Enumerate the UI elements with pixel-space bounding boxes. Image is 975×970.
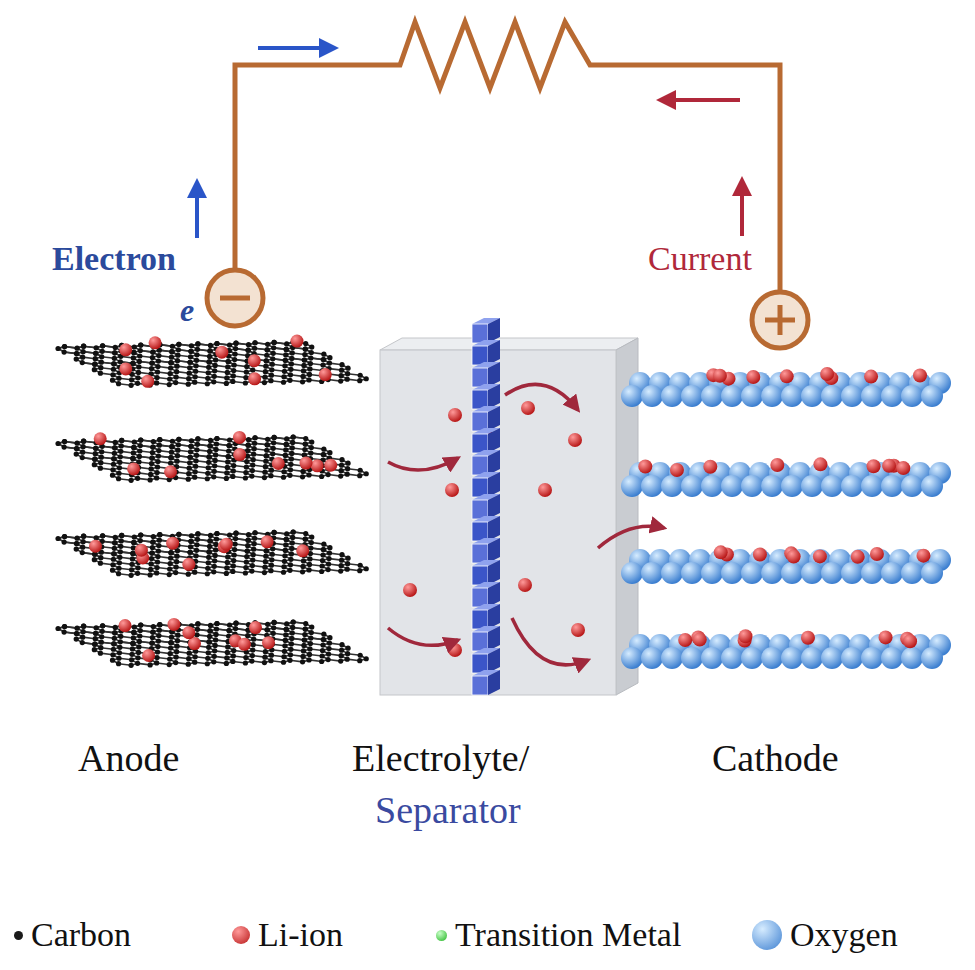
separator-label: Separator: [375, 790, 521, 832]
label-slot: Electrolyte/: [352, 738, 529, 780]
layered-oxide-cathode: [621, 367, 951, 669]
label-slot: Current: [648, 240, 752, 277]
label-slot: Anode: [78, 738, 179, 780]
graphene-sheet: [55, 529, 368, 577]
legend-entry: Carbon: [14, 915, 131, 955]
legend-swatch: [14, 931, 23, 940]
negative-terminal: [207, 270, 263, 326]
label-slot: Separator: [375, 790, 521, 832]
electron-symbol: e: [180, 293, 194, 328]
legend-text: Oxygen: [790, 916, 898, 953]
graphene-sheet: [55, 335, 368, 388]
cathode-label: Cathode: [712, 738, 839, 780]
legend-text: Carbon: [31, 916, 131, 953]
electrolyte-label: Electrolyte/: [352, 738, 529, 780]
legend-text: Li-ion: [258, 916, 343, 953]
flow-arrows: [197, 48, 742, 238]
separator: [472, 318, 500, 695]
legend-entry: Li-ion: [232, 915, 343, 955]
positive-terminal: [752, 292, 808, 348]
oxide-layer: [621, 629, 951, 669]
external-circuit: [207, 22, 808, 348]
legend-entry: Oxygen: [752, 915, 898, 955]
graphene-sheet: [55, 431, 368, 483]
legend-swatch: [232, 926, 250, 944]
label-slot: Cathode: [712, 738, 839, 780]
legend-entry: Transition Metal: [436, 915, 681, 955]
legend-swatch: [752, 920, 782, 950]
wire-and-resistor: [235, 22, 780, 290]
li-ion-migration-arrows: [388, 384, 664, 664]
oxide-layer: [621, 545, 951, 584]
legend-text: Transition Metal: [455, 916, 681, 953]
electron-label: Electron: [52, 240, 176, 277]
oxide-layer: [621, 457, 951, 497]
graphite-anode: [55, 335, 368, 668]
current-label: Current: [648, 240, 752, 277]
label-slot: e: [180, 293, 194, 328]
anode-label: Anode: [78, 738, 179, 780]
label-slot: Electron: [52, 240, 176, 277]
graphene-sheet: [55, 618, 368, 668]
electrolyte-box: [380, 338, 638, 695]
legend-swatch: [436, 930, 447, 941]
oxide-layer: [621, 367, 951, 407]
